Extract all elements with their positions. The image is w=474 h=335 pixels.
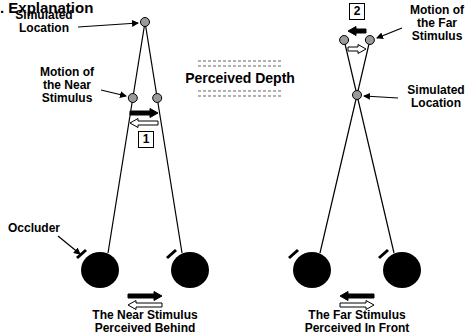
depth-band	[198, 95, 282, 97]
caption-label: The Far Stimulus Perceived In Front	[296, 309, 418, 335]
callout-number: 2	[349, 3, 365, 20]
occluder	[289, 250, 298, 258]
occluder	[77, 250, 86, 258]
line-of-sight	[320, 40, 370, 253]
occluder	[379, 250, 388, 258]
depth-label: Perceived Depth	[185, 71, 295, 86]
motion-arrow	[130, 119, 158, 128]
leader-line	[377, 28, 402, 38]
motion-arrow	[340, 292, 374, 301]
stimulus-dot	[340, 36, 349, 45]
motion-arrow	[348, 45, 366, 54]
head	[293, 252, 331, 288]
head	[171, 252, 209, 288]
stimulus-dot	[365, 36, 374, 45]
leader-line	[364, 96, 398, 98]
leader-line	[58, 236, 80, 254]
stimulus-dot	[128, 94, 137, 103]
leader-line	[78, 23, 138, 27]
occluder	[167, 250, 176, 258]
stimulus-dot	[153, 94, 162, 103]
motion-label: Motion of the Far Stimulus	[404, 4, 470, 43]
caption-label: The Near Stimulus Perceived Behind	[82, 309, 208, 335]
depth-band	[198, 60, 282, 62]
depth-band	[198, 90, 282, 92]
callout-number: 1	[138, 131, 154, 148]
occluder-label: Occluder	[8, 222, 70, 235]
stimulus-dot	[353, 91, 362, 100]
motion-arrow	[348, 27, 366, 36]
motion-label: Motion of the Near Stimulus	[34, 66, 100, 105]
depth-band	[198, 65, 282, 67]
location-label: Simulated Location	[402, 84, 470, 110]
leader-line	[101, 90, 126, 96]
callout-text: 2	[354, 4, 361, 18]
motion-arrow	[130, 109, 158, 118]
location-label: Simulated Location	[10, 9, 78, 35]
callout-text: 1	[143, 132, 150, 146]
motion-arrow	[128, 292, 162, 301]
stimulus-dot	[141, 18, 150, 27]
line-of-sight	[344, 40, 394, 253]
head	[81, 252, 119, 288]
head	[383, 252, 421, 288]
